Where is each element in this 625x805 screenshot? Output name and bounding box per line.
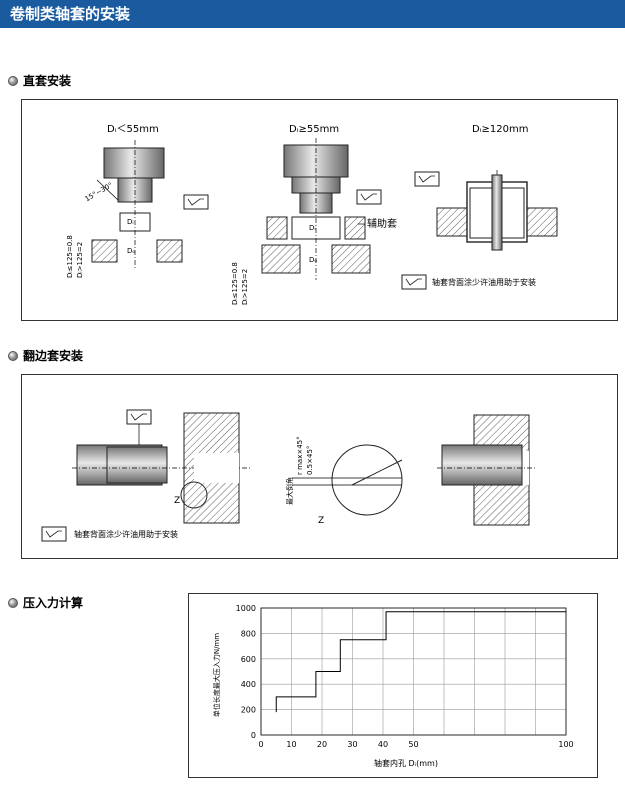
x-tick-label: 100 xyxy=(558,740,573,749)
housing-left-3 xyxy=(436,207,468,237)
detail-z-circle xyxy=(331,444,403,516)
label-di-ge55: Dᵢ≥55mm xyxy=(289,124,339,135)
aux-sleeve-label: 辅助套 xyxy=(367,217,397,230)
x-axis-label: 轴套内孔 Dᵢ(mm) xyxy=(374,758,438,768)
bullet-icon xyxy=(8,75,18,86)
chart-grid xyxy=(260,607,567,736)
straight-install-diagram: Dᵢ＜55mm 15°~30° Dᵢ Dₒ Dᵢ≤125=0.8 Dᵢ>125=… xyxy=(66,124,558,305)
chart-series-line xyxy=(275,611,566,713)
housing-right xyxy=(156,239,183,263)
plot-frame xyxy=(260,607,567,736)
y-tick-label: 400 xyxy=(241,680,256,689)
page-title: 卷制类轴套的安装 xyxy=(10,5,131,23)
di-label-2: Dᵢ xyxy=(309,224,316,232)
do-label-2: Dₒ xyxy=(309,256,317,264)
x-tick-label: 40 xyxy=(378,740,388,749)
housing-left-2 xyxy=(261,244,301,274)
page-header: 卷制类轴套的安装 xyxy=(0,0,625,28)
z-label-2: Z xyxy=(318,516,324,526)
chamfer-note-1: 0.5×45° xyxy=(306,446,314,475)
y-tick-label: 800 xyxy=(241,629,256,638)
shaft-right xyxy=(441,444,523,486)
oil-note-1: 轴套背面涂少许油用助于安装 xyxy=(432,277,536,287)
tolerance-a-2: Dᵢ≤125=0.8 xyxy=(231,262,239,305)
label-di-ge120: Dᵢ≥120mm xyxy=(472,124,528,135)
di-label-1: Dᵢ xyxy=(127,218,134,226)
section-force-title: 压入力计算 xyxy=(8,594,83,611)
flanged-install-panel: Z 0.5×45° r max×45° 最大倒角 Z 轴套背面涂少许油用助于安装 xyxy=(21,374,618,559)
tolerance-a-1: Dᵢ≤125=0.8 xyxy=(66,235,74,278)
x-tick-label: 50 xyxy=(408,740,418,749)
section-title-text: 直套安装 xyxy=(23,74,72,88)
tolerance-b-1: Dᵢ>125=2 xyxy=(76,242,84,278)
press-tool-head xyxy=(103,147,165,179)
label-di-lt55: Dᵢ＜55mm xyxy=(107,124,159,135)
tolerance-b-2: Dᵢ>125=2 xyxy=(241,269,249,305)
z-label-1: Z xyxy=(174,496,180,506)
bolt-3 xyxy=(491,174,503,251)
shaft-pilot-left xyxy=(106,446,168,484)
section-title-text: 翻边套安装 xyxy=(23,349,84,363)
do-label-1: Dₒ xyxy=(127,247,135,255)
section-straight-title: 直套安装 xyxy=(8,72,71,89)
y-tick-label: 600 xyxy=(241,655,256,664)
press-force-chart: 0 200 400 600 800 1000 0 10 20 30 40 50 100 轴套内孔 Dᵢ(… xyxy=(212,604,574,768)
housing-right-3 xyxy=(526,207,558,237)
angle-line xyxy=(96,179,119,201)
x-tick-label: 20 xyxy=(317,740,327,749)
bullet-icon xyxy=(8,350,18,361)
y-tick-label: 0 xyxy=(251,731,256,740)
flanged-install-diagram: Z 0.5×45° r max×45° 最大倒角 Z 轴套背面涂少许油用助于安装 xyxy=(41,409,537,542)
chamfer-note-3: 最大倒角 xyxy=(285,477,294,505)
housing-right-2 xyxy=(331,244,371,274)
straight-install-panel: Dᵢ＜55mm 15°~30° Dᵢ Dₒ Dᵢ≤125=0.8 Dᵢ>125=… xyxy=(21,99,618,321)
x-tick-label: 0 xyxy=(258,740,263,749)
chart-panel: 0 200 400 600 800 1000 0 10 20 30 40 50 100 轴套内孔 Dᵢ(… xyxy=(188,593,598,778)
x-tick-label: 10 xyxy=(286,740,296,749)
y-tick-label: 200 xyxy=(241,706,256,715)
oil-note-2: 轴套背面涂少许油用助于安装 xyxy=(74,529,178,539)
section-flanged-title: 翻边套安装 xyxy=(8,347,83,364)
y-tick-label: 1000 xyxy=(236,604,256,613)
detail-circle-z xyxy=(180,481,208,509)
aux-sleeve-right xyxy=(344,216,366,240)
chamfer-note-2: r max×45° xyxy=(296,436,304,475)
bullet-icon xyxy=(8,597,18,608)
section-title-text: 压入力计算 xyxy=(23,596,84,610)
chart-ticks: 0 200 400 600 800 1000 0 10 20 30 40 50 100 xyxy=(236,604,574,749)
aux-sleeve-left xyxy=(266,216,288,240)
y-axis-label: 单位长度最大压入力N/mm xyxy=(212,633,221,717)
x-tick-label: 30 xyxy=(347,740,357,749)
housing-left xyxy=(91,239,118,263)
